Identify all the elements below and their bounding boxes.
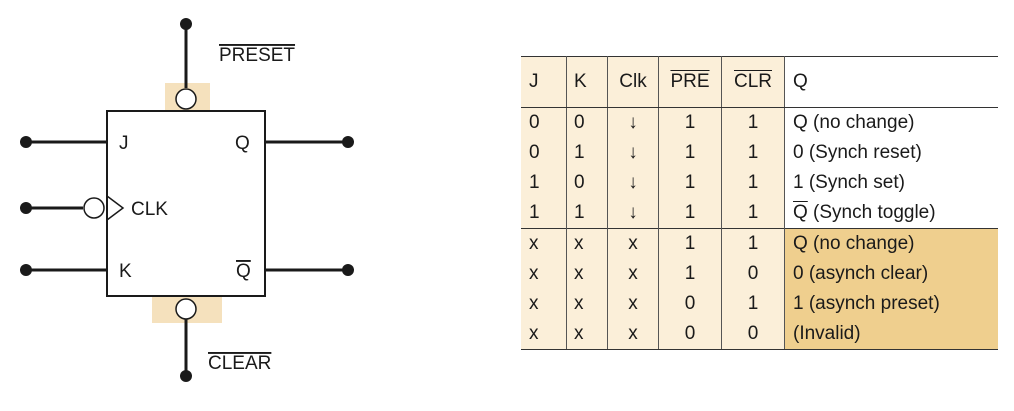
cell-pre: 0: [658, 319, 722, 350]
table-row: 0 1 ↓ 1 1 0 (Synch reset): [521, 138, 998, 168]
table-row: x x x 0 0 (Invalid): [521, 319, 998, 350]
table-row: x x x 1 0 0 (asynch clear): [521, 259, 998, 289]
qbar-terminal: [342, 264, 354, 276]
table-row: 1 1 ↓ 1 1 Q (Synch toggle): [521, 198, 998, 229]
cell-pre: 1: [658, 259, 722, 289]
clear-label: CLEAR: [208, 353, 271, 374]
header-clk: Clk: [607, 56, 659, 108]
cell-q: 0 (Synch reset): [784, 138, 998, 168]
cell-k: 1: [566, 138, 608, 168]
cell-k: 0: [566, 107, 608, 138]
clk-inversion-bubble: [83, 197, 105, 219]
cell-clk: x: [607, 228, 659, 259]
cell-clr: 0: [721, 259, 785, 289]
cell-clr: 1: [721, 168, 785, 198]
header-pre: PRE: [658, 56, 722, 108]
cell-pre: 1: [658, 107, 722, 138]
cell-q: Q (no change): [784, 228, 998, 259]
truth-table: J K Clk PRE CLR Q 0 0 ↓ 1 1 Q (no change…: [521, 56, 998, 350]
cell-clr: 0: [721, 319, 785, 350]
cell-j: 0: [521, 107, 567, 138]
cell-clk: ↓: [607, 107, 659, 138]
cell-j: x: [521, 319, 567, 350]
cell-k: 0: [566, 168, 608, 198]
cell-j: x: [521, 259, 567, 289]
preset-label: PRESET: [219, 45, 295, 66]
qbar-label: Q: [236, 261, 251, 282]
cell-q: (Invalid): [784, 319, 998, 350]
preset-inversion-bubble: [175, 88, 197, 110]
clk-edge-triangle: [106, 195, 125, 221]
cell-pre: 1: [658, 198, 722, 229]
cell-k: x: [566, 259, 608, 289]
cell-k: x: [566, 228, 608, 259]
cell-q: Q (Synch toggle): [784, 198, 998, 229]
table-row: x x x 0 1 1 (asynch preset): [521, 289, 998, 319]
flip-flop-body: [106, 110, 266, 297]
table-row: 1 0 ↓ 1 1 1 (Synch set): [521, 168, 998, 198]
cell-pre: 1: [658, 138, 722, 168]
cell-pre: 1: [658, 228, 722, 259]
cell-pre: 1: [658, 168, 722, 198]
header-j: J: [521, 56, 567, 108]
table-header-row: J K Clk PRE CLR Q: [521, 56, 998, 108]
clear-terminal: [180, 370, 192, 382]
cell-q: 1 (asynch preset): [784, 289, 998, 319]
j-label: J: [119, 133, 129, 154]
cell-q: Q (no change): [784, 107, 998, 138]
cell-clr: 1: [721, 138, 785, 168]
clk-label: CLK: [131, 199, 168, 220]
cell-k: x: [566, 289, 608, 319]
cell-j: 1: [521, 168, 567, 198]
cell-clr: 1: [721, 228, 785, 259]
cell-j: 1: [521, 198, 567, 229]
cell-clk: ↓: [607, 198, 659, 229]
k-label: K: [119, 261, 132, 282]
cell-clk: x: [607, 289, 659, 319]
cell-clk: ↓: [607, 168, 659, 198]
cell-clk: x: [607, 259, 659, 289]
jk-flip-flop-diagram: PRESET CLEAR J CLK K Q Q: [20, 18, 354, 382]
cell-clr: 1: [721, 289, 785, 319]
table-row: 0 0 ↓ 1 1 Q (no change): [521, 107, 998, 138]
cell-clr: 1: [721, 198, 785, 229]
cell-k: 1: [566, 198, 608, 229]
cell-clk: x: [607, 319, 659, 350]
cell-j: x: [521, 228, 567, 259]
cell-q: 1 (Synch set): [784, 168, 998, 198]
cell-pre: 0: [658, 289, 722, 319]
cell-j: 0: [521, 138, 567, 168]
table-row: x x x 1 1 Q (no change): [521, 228, 998, 259]
header-clr: CLR: [721, 56, 785, 108]
cell-clr: 1: [721, 107, 785, 138]
cell-q: 0 (asynch clear): [784, 259, 998, 289]
header-k: K: [566, 56, 608, 108]
header-q: Q: [784, 56, 998, 108]
q-terminal: [342, 136, 354, 148]
cell-k: x: [566, 319, 608, 350]
q-label: Q: [235, 133, 250, 154]
qbar-symbol: Q: [793, 202, 808, 223]
cell-j: x: [521, 289, 567, 319]
cell-clk: ↓: [607, 138, 659, 168]
clear-inversion-bubble: [175, 298, 197, 320]
